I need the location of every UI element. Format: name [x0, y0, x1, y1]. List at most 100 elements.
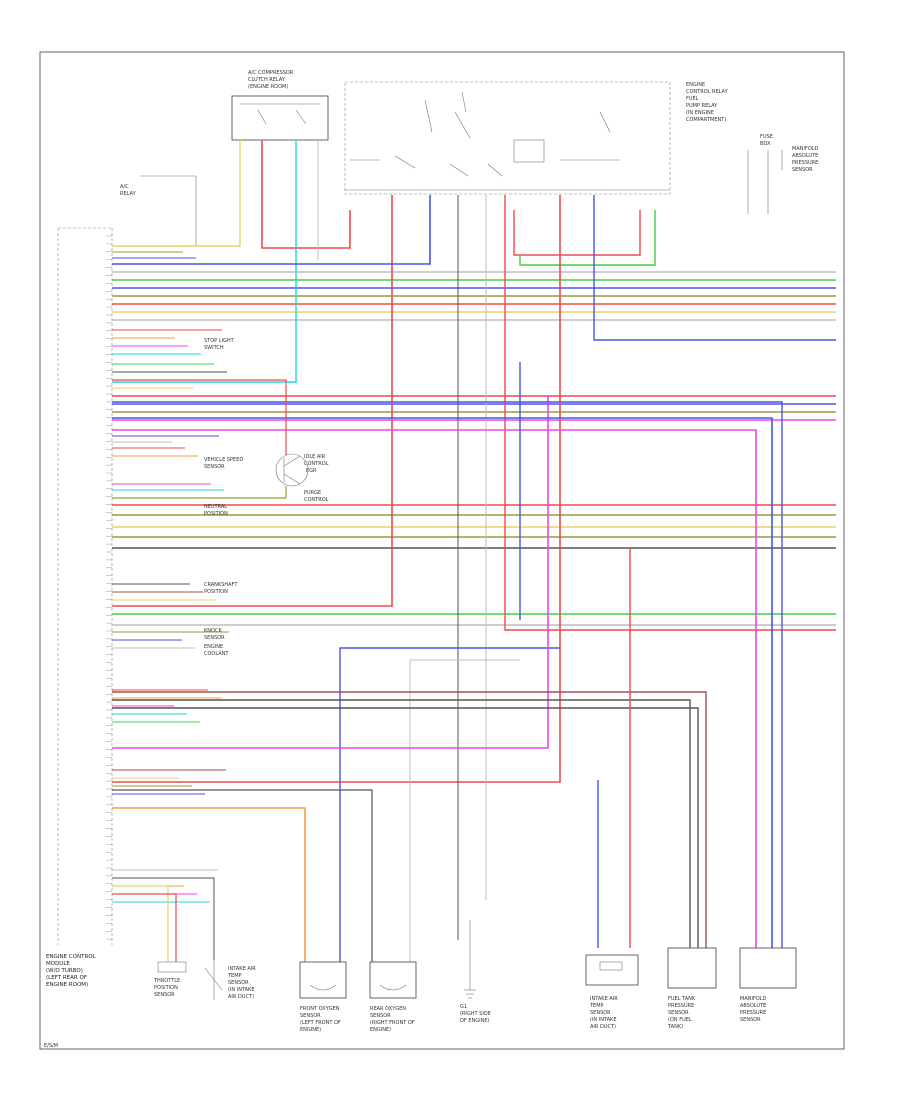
svg-text:ENGINE: ENGINE: [686, 82, 705, 88]
sensor-wire: [112, 699, 691, 948]
ignition-transistor: [275, 453, 309, 487]
switch-wire: [112, 877, 215, 960]
svg-text:ENGINE: ENGINE: [204, 644, 223, 650]
sensor-wire: [112, 807, 306, 962]
main-relay-wire: [112, 195, 393, 607]
svg-text:(IN INTAKE: (IN INTAKE: [228, 987, 255, 993]
svg-text:CONTROL: CONTROL: [304, 461, 329, 467]
svg-text:(IN ENGINE: (IN ENGINE: [686, 110, 714, 116]
footer-code: E/S/M: [44, 1043, 58, 1049]
tps-wire: [112, 893, 177, 962]
svg-text:SENSOR: SENSOR: [154, 992, 175, 998]
svg-text:REAR OXYGEN: REAR OXYGEN: [370, 1006, 406, 1012]
svg-text:SENSOR: SENSOR: [792, 167, 813, 173]
ac-relay-wire: [112, 140, 297, 383]
main-relay-wire: [504, 195, 836, 631]
svg-text:ENGINE ROOM): ENGINE ROOM): [46, 982, 88, 988]
tps-wire: [112, 885, 169, 962]
svg-text:POSITION: POSITION: [204, 589, 228, 595]
svg-text:EGR: EGR: [306, 468, 317, 474]
sensor-wire: [339, 647, 560, 962]
inline-labels: STOP LIGHT SWITCH VEHICLE SPEED SENSOR N…: [204, 338, 329, 657]
wire-harness: [112, 140, 836, 962]
sensor-wire: [112, 395, 549, 749]
svg-text:AIR DUCT): AIR DUCT): [590, 1024, 616, 1030]
svg-text:AIR DUCT): AIR DUCT): [228, 994, 254, 1000]
main-relay-wire: [593, 195, 836, 341]
svg-text:VEHICLE SPEED: VEHICLE SPEED: [204, 457, 243, 463]
sensor-wire: [112, 789, 373, 962]
svg-text:SENSOR: SENSOR: [228, 980, 249, 986]
svg-text:INTAKE AIR: INTAKE AIR: [590, 996, 618, 1002]
svg-text:PRESSURE: PRESSURE: [740, 1010, 766, 1016]
sensor-wire: [112, 707, 699, 948]
fuse-box: FUSE BOX MANIFOLD ABSOLUTE PRESSURE SENS…: [747, 134, 819, 214]
svg-text:INTAKE AIR: INTAKE AIR: [228, 966, 256, 972]
ecm-label: ENGINE CONTROL MODULE (W/O TURBO) (LEFT …: [46, 954, 97, 988]
svg-text:POSITION: POSITION: [154, 985, 178, 991]
throttle-position-sensor: THROTTLE POSITION SENSOR: [153, 961, 187, 998]
svg-text:PURGE: PURGE: [304, 490, 321, 496]
svg-text:KNOCK: KNOCK: [204, 628, 222, 634]
svg-text:(ON FUEL: (ON FUEL: [668, 1017, 692, 1023]
diagram-frame: [39, 51, 845, 1050]
sensor-wire: [112, 691, 707, 948]
svg-text:CRANKSHAFT: CRANKSHAFT: [204, 582, 238, 588]
svg-text:SENSOR: SENSOR: [590, 1010, 611, 1016]
svg-text:A/C: A/C: [120, 184, 129, 190]
svg-text:FRONT OXYGEN: FRONT OXYGEN: [300, 1006, 340, 1012]
main-relay-wire: [112, 195, 561, 783]
svg-text:ENGINE): ENGINE): [300, 1027, 321, 1033]
svg-text:ABSOLUTE: ABSOLUTE: [792, 153, 818, 159]
main-relay-wire: [112, 195, 431, 265]
svg-text:CLUTCH RELAY: CLUTCH RELAY: [248, 77, 286, 83]
svg-text:FUSE: FUSE: [760, 134, 773, 140]
svg-text:MODULE: MODULE: [46, 961, 70, 967]
svg-text:A/C COMPRESSOR: A/C COMPRESSOR: [248, 70, 294, 76]
svg-text:(LEFT REAR OF: (LEFT REAR OF: [46, 975, 87, 981]
svg-text:MANIFOLD: MANIFOLD: [792, 146, 819, 152]
main-relay-wire: [513, 210, 641, 256]
svg-text:FUEL TANK: FUEL TANK: [668, 996, 696, 1002]
svg-text:(LEFT FRONT OF: (LEFT FRONT OF: [300, 1020, 341, 1026]
front-oxygen-sensor: FRONT OXYGEN SENSOR (LEFT FRONT OF ENGIN…: [299, 961, 347, 1033]
main-relay-block: ENGINE CONTROL RELAY FUEL PUMP RELAY (IN…: [344, 81, 729, 195]
svg-text:SENSOR: SENSOR: [204, 635, 225, 641]
svg-text:SENSOR: SENSOR: [668, 1010, 689, 1016]
svg-text:RELAY: RELAY: [120, 191, 137, 197]
ecm-connector: [57, 227, 113, 945]
svg-text:SENSOR: SENSOR: [740, 1017, 761, 1023]
main-relay-wire: [519, 210, 656, 266]
svg-text:G1: G1: [460, 1004, 467, 1010]
svg-text:(W/O TURBO): (W/O TURBO): [46, 968, 83, 974]
svg-text:(RIGHT FRONT OF: (RIGHT FRONT OF: [370, 1020, 415, 1026]
ac-relay-wire: [261, 140, 351, 249]
svg-text:TEMP: TEMP: [227, 973, 242, 979]
svg-text:COOLANT: COOLANT: [204, 651, 229, 657]
svg-text:CONTROL: CONTROL: [304, 497, 329, 503]
svg-text:PUMP RELAY: PUMP RELAY: [686, 103, 718, 109]
svg-text:(IN INTAKE: (IN INTAKE: [590, 1017, 617, 1023]
svg-text:MANIFOLD: MANIFOLD: [740, 996, 767, 1002]
svg-text:CONTROL RELAY: CONTROL RELAY: [686, 89, 729, 95]
svg-text:OF ENGINE): OF ENGINE): [460, 1018, 490, 1024]
transistor-wire: [112, 486, 287, 499]
svg-text:COMPARTMENT): COMPARTMENT): [686, 117, 726, 123]
intake-switch: INTAKE AIR TEMP SENSOR (IN INTAKE AIR DU…: [204, 960, 256, 1000]
svg-text:SENSOR: SENSOR: [370, 1013, 391, 1019]
svg-text:IDLE AIR: IDLE AIR: [304, 454, 326, 460]
svg-text:(ENGINE ROOM): (ENGINE ROOM): [248, 84, 288, 90]
transistor-wire: [112, 379, 287, 455]
svg-text:BOX: BOX: [760, 141, 771, 147]
sensor-wire: [112, 401, 783, 948]
svg-text:TEMP: TEMP: [589, 1003, 604, 1009]
svg-text:SENSOR: SENSOR: [300, 1013, 321, 1019]
svg-text:SWITCH: SWITCH: [204, 345, 224, 351]
sensor-wire: [409, 659, 520, 962]
svg-text:POSITION: POSITION: [204, 511, 228, 517]
fuel-tank-pressure-sensor: FUEL TANK PRESSURE SENSOR (ON FUEL TANK): [667, 947, 717, 1030]
svg-text:FUEL: FUEL: [686, 96, 699, 102]
svg-text:NEUTRAL: NEUTRAL: [204, 504, 227, 510]
svg-text:PRESSURE: PRESSURE: [668, 1003, 694, 1009]
ac-compressor-relay: A/C COMPRESSOR CLUTCH RELAY (ENGINE ROOM…: [231, 70, 329, 141]
